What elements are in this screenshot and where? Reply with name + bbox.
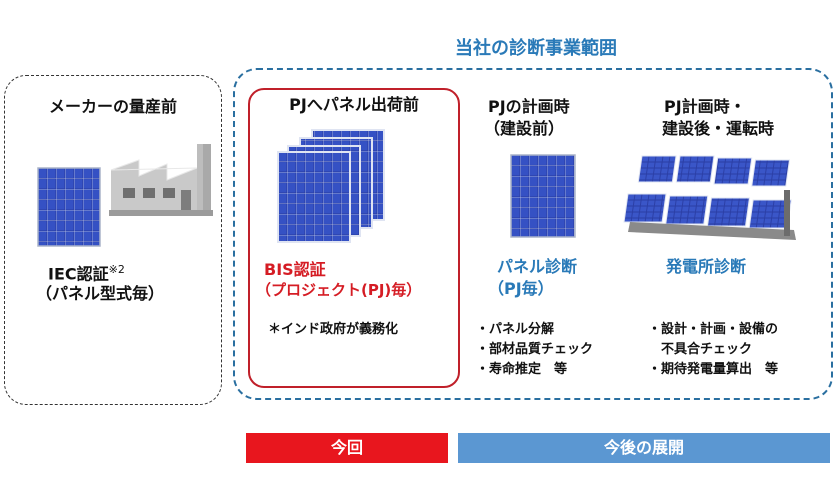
pj-planning-item: ・部材品質チェック [476,342,594,357]
pj-operation-item: ・設計・計画・設備の [648,322,779,337]
solar-panel-icon [37,167,101,247]
pj-shipping-frame [248,88,460,388]
pj-operation-title-line2: 建設後・運転時 [662,119,775,138]
pj-planning-title-line1: PJの計画時 [488,97,570,116]
solar-panel-stack-icon [277,129,385,243]
maker-cert-label: IEC認証 [48,264,109,284]
panel-diagnosis-scope: （PJ毎） [488,279,554,298]
diagram-title: 当社の診断事業範囲 [455,38,617,59]
maker-cert-mark: ※2 [108,263,125,276]
pj-planning-item: ・寿命推定 等 [476,362,568,377]
panel-diagnosis-label: パネル診断 [497,257,578,276]
pj-planning-item: ・パネル分解 [476,322,555,337]
future-scope-bar: 今後の展開 [458,433,830,463]
diagnosis-scope-frame [233,68,833,400]
pj-operation-item: 不具合チェック [648,342,753,357]
bis-note: ＊インド政府が義務化 [268,322,399,337]
maker-cert-scope: （パネル型式毎） [36,284,165,303]
maker-section-frame [4,75,222,405]
pj-operation-item: ・期待発電量算出 等 [648,362,779,377]
solar-farm-icon [623,155,796,240]
maker-cert-line1-wrap: IEC認証※2 [48,259,125,285]
factory-icon [109,144,213,216]
pj-planning-title-line2: （建設前） [484,119,565,138]
plant-diagnosis-label: 発電所診断 [666,257,747,276]
solar-panel-icon [510,154,576,238]
pj-shipping-title: PJへパネル出荷前 [289,95,419,114]
maker-title: メーカーの量産前 [48,97,177,116]
bis-cert-label: BIS認証 [264,260,326,279]
current-scope-bar: 今回 [246,433,448,463]
pj-operation-title-line1: PJ計画時・ [664,97,746,116]
bis-cert-scope: （プロジェクト(PJ)毎） [256,281,422,299]
